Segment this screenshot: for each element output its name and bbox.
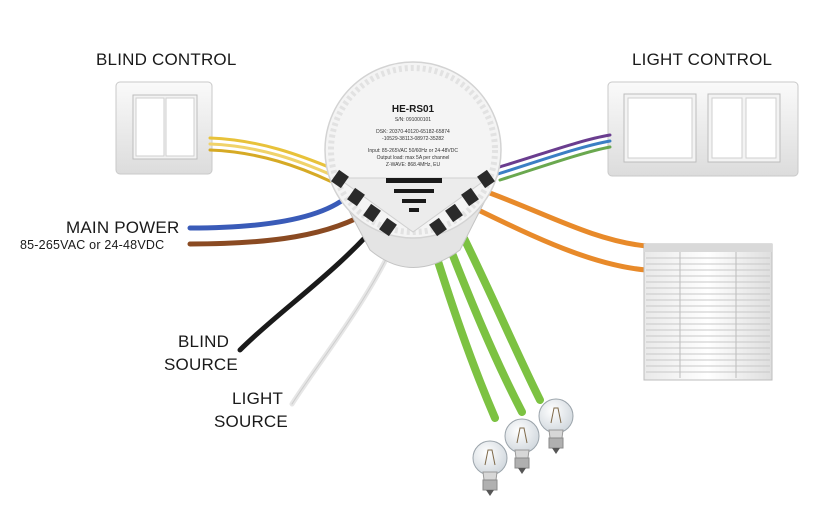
- light-source-label-2: SOURCE: [214, 412, 288, 431]
- light-bulb-1: [472, 440, 508, 496]
- device-model: HE-RS01: [392, 104, 435, 115]
- light-control-wires: [494, 133, 612, 182]
- main-power-label: MAIN POWER: [66, 218, 180, 237]
- device-dsk-1: DSK: 20370-40120-65182-65874: [376, 129, 450, 135]
- device-zwave: Z-WAVE: 868.4MHz, EU: [386, 162, 441, 168]
- device-dsk-2: -10529-38113-08972-35282: [382, 136, 444, 142]
- blind-source-label-1: BLIND: [178, 332, 230, 351]
- device-input: Input: 85-265VAC 50/60Hz or 24-48VDC: [368, 148, 458, 154]
- light-bulb-3: [538, 398, 574, 454]
- blind-source-label-2: SOURCE: [164, 355, 238, 374]
- light-control-label: LIGHT CONTROL: [632, 50, 773, 69]
- light-source-label-1: LIGHT: [232, 389, 284, 408]
- blind-control-switch: [115, 81, 213, 175]
- blind-motor-wires: [467, 185, 649, 273]
- main-power-range-label: 85-265VAC or 24-48VDC: [20, 238, 165, 252]
- light-bulb-2: [504, 418, 540, 474]
- device-serial: S/N: 091000101: [395, 117, 431, 123]
- light-control-switch: [607, 81, 799, 177]
- device-output: Output load: max 5A per channel: [377, 155, 450, 161]
- relay-device: HE-RS01 S/N: 091000101 DSK: 20370-40120-…: [324, 61, 502, 268]
- blind-control-label: BLIND CONTROL: [96, 50, 237, 69]
- window-blind: [643, 243, 773, 381]
- blind-control-wires: [208, 136, 338, 184]
